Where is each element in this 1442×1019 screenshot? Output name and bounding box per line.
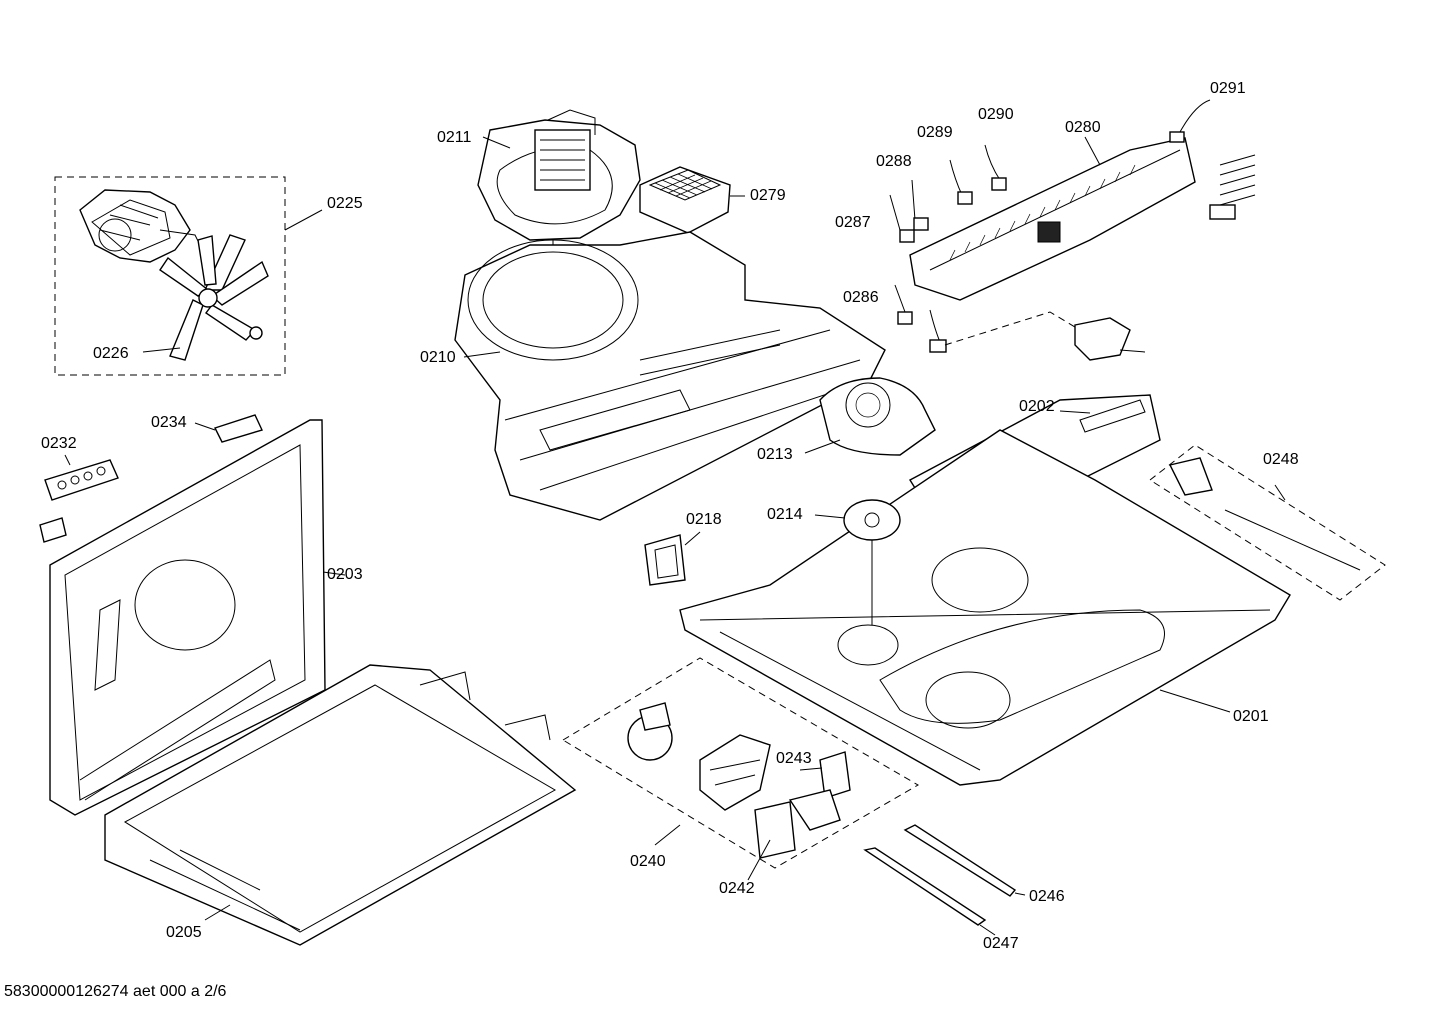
callout-0226: 0226	[93, 345, 129, 362]
callout-0289: 0289	[917, 124, 953, 141]
callout-0291: 0291	[1210, 80, 1246, 97]
callout-0243: 0243	[776, 750, 812, 767]
callout-0280: 0280	[1065, 119, 1101, 136]
callout-0203: 0203	[327, 566, 363, 583]
callout-0202: 0202	[1019, 398, 1055, 415]
base-tray	[104, 664, 577, 946]
callout-0211: 0211	[437, 129, 472, 146]
callout-0240: 0240	[630, 853, 666, 870]
callout-0234: 0234	[151, 414, 187, 431]
callout-0279: 0279	[750, 187, 786, 204]
document-id-footer: 58300000126274 aet 000 a 2/6	[4, 983, 227, 1000]
temperature-sensors	[863, 824, 1026, 936]
callout-0248: 0248	[1263, 451, 1299, 468]
callout-0214: 0214	[767, 506, 803, 523]
grease-filter	[639, 166, 745, 234]
callout-0232: 0232	[41, 435, 77, 452]
callout-0290: 0290	[978, 106, 1014, 123]
fan-housing	[804, 377, 936, 456]
small-brackets	[39, 414, 263, 543]
core-probe-group	[1149, 444, 1386, 601]
callout-0242: 0242	[719, 880, 755, 897]
fan-flange	[814, 499, 901, 625]
bottom-plate	[679, 429, 1291, 786]
cooling-duct	[454, 231, 886, 521]
fan-motor-assembly	[54, 176, 323, 376]
callout-0205: 0205	[166, 924, 202, 941]
callout-0210: 0210	[420, 349, 456, 366]
fan-blade	[159, 234, 269, 361]
callout-0247: 0247	[983, 935, 1019, 952]
callout-0218: 0218	[686, 511, 722, 528]
mounting-bracket	[644, 531, 701, 586]
blower-motor	[477, 109, 641, 305]
callout-0286: 0286	[843, 289, 879, 306]
callout-0213: 0213	[757, 446, 793, 463]
callout-0201: 0201	[1233, 708, 1269, 725]
wire-harnesses	[889, 99, 1256, 361]
callout-0288: 0288	[876, 153, 912, 170]
callout-0225: 0225	[327, 195, 363, 212]
door-lock-assembly	[562, 657, 919, 881]
control-module	[909, 136, 1196, 301]
callout-0287: 0287	[835, 214, 871, 231]
callout-0246: 0246	[1029, 888, 1065, 905]
